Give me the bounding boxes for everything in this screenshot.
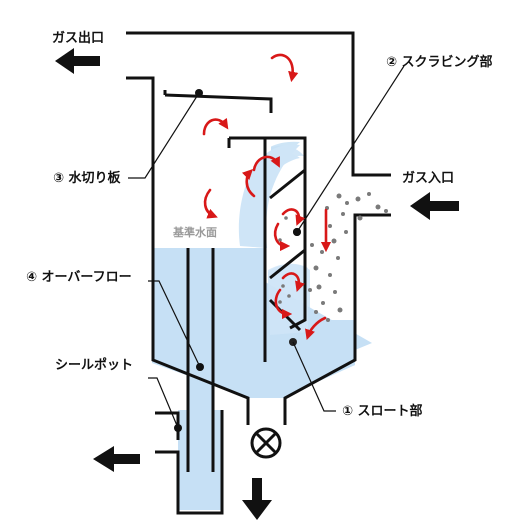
valve-icon xyxy=(250,427,282,459)
drain-arrow-icon xyxy=(242,478,272,520)
gas-outlet-label: ガス出口 xyxy=(52,30,104,46)
gas-inlet-label: ガス入口 xyxy=(402,171,454,186)
seal-pot-outlet-arrow-icon xyxy=(93,446,140,472)
leader-lines xyxy=(128,65,405,432)
scrubbing-label: ② スクラビング部 xyxy=(386,54,493,70)
mist-plate-label: ③ 水切り板 xyxy=(53,170,122,186)
water-level-label: 基準水面 xyxy=(172,225,217,239)
water-level-fill xyxy=(153,248,355,362)
throat-label: ① スロート部 xyxy=(342,403,423,419)
flow-arrows xyxy=(202,53,332,340)
dust-particles xyxy=(278,192,388,346)
gas-inlet-arrow-icon xyxy=(410,192,459,220)
overflow-label: ④ オーバーフロー xyxy=(26,270,132,285)
gas-outlet-arrow-icon xyxy=(55,48,100,74)
seal-pot-label: シールポット xyxy=(55,357,133,373)
tank-walls xyxy=(126,31,391,515)
